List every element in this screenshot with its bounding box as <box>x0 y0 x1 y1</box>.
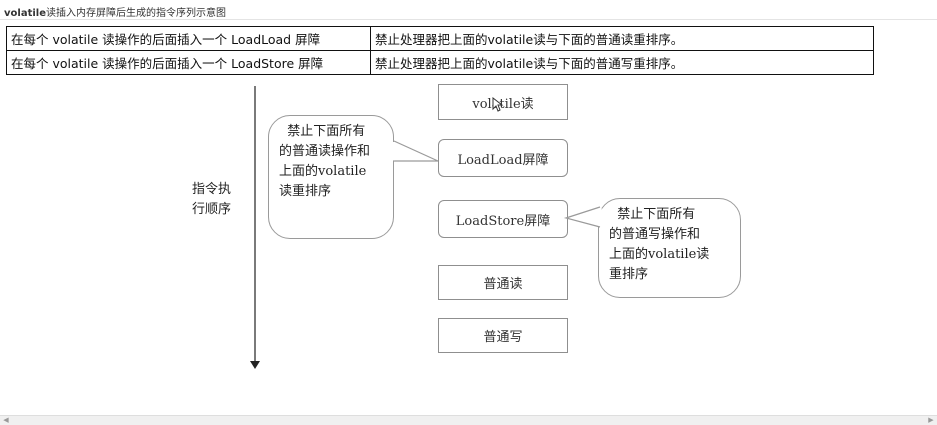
caption-bold: volatile <box>4 8 46 19</box>
right-callout-tail <box>563 206 602 228</box>
table-cell-rule: 在每个 volatile 读操作的后面插入一个 LoadLoad 屏障 <box>6 26 371 51</box>
down-arrow-icon <box>250 361 260 369</box>
table-row: 在每个 volatile 读操作的后面插入一个 LoadLoad 屏障 禁止处理… <box>6 26 874 51</box>
scroll-right-icon[interactable]: ▶ <box>928 416 934 424</box>
loadstore-barrier-box: LoadStore屏障 <box>438 200 568 238</box>
normal-read-box: 普通读 <box>438 265 568 300</box>
table-row: 在每个 volatile 读操作的后面插入一个 LoadStore 屏障 禁止处… <box>6 50 874 75</box>
normal-write-label: 普通写 <box>483 330 523 345</box>
left-callout-bubble: 禁止下面所有 的普通读操作和 上面的volatile 读重排序 <box>268 115 394 239</box>
loadload-barrier-box: LoadLoad屏障 <box>438 139 568 177</box>
normal-read-label: 普通读 <box>483 277 523 292</box>
barrier-rules-table: 在每个 volatile 读操作的后面插入一个 LoadLoad 屏障 禁止处理… <box>6 26 874 75</box>
scroll-left-icon[interactable]: ◀ <box>3 416 9 424</box>
volatile-read-label: volatile读 <box>472 96 534 112</box>
mouse-cursor-icon <box>492 97 504 112</box>
loadload-barrier-label: LoadLoad屏障 <box>457 152 549 168</box>
horizontal-scrollbar[interactable] <box>0 415 937 425</box>
instruction-order-label: 指令执 行顺序 <box>192 182 232 217</box>
right-callout-bubble: 禁止下面所有 的普通写操作和 上面的volatile读 重排序 <box>598 198 741 298</box>
header-divider <box>0 19 937 20</box>
table-cell-rule: 在每个 volatile 读操作的后面插入一个 LoadStore 屏障 <box>6 50 371 75</box>
table-cell-effect: 禁止处理器把上面的volatile读与下面的普通写重排序。 <box>370 50 874 75</box>
loadstore-barrier-label: LoadStore屏障 <box>455 213 551 229</box>
volatile-read-box: volatile读 <box>438 84 568 120</box>
figure-caption: volatile读插入内存屏障后生成的指令序列示意图 <box>4 4 226 19</box>
left-callout-tail <box>392 140 439 162</box>
normal-write-box: 普通写 <box>438 318 568 353</box>
table-cell-effect: 禁止处理器把上面的volatile读与下面的普通读重排序。 <box>370 26 874 51</box>
caption-text: 读插入内存屏障后生成的指令序列示意图 <box>45 8 226 19</box>
